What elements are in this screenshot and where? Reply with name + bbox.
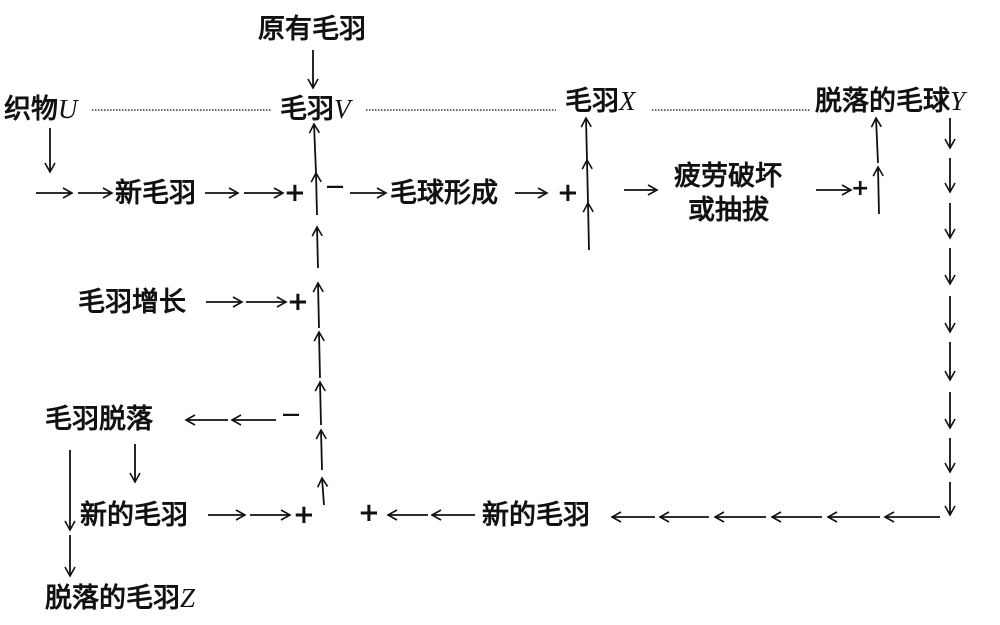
node-variable: V <box>334 94 351 124</box>
node-fatigue-line1: 疲劳破坏 <box>674 161 782 192</box>
plus-sign: + <box>851 176 870 201</box>
node-pill-y: 脱落的毛球Y <box>815 86 966 117</box>
node-fuzz-v: 毛羽V <box>280 94 351 125</box>
node-pill-formation: 毛球形成 <box>390 178 498 209</box>
node-label: 脱落的毛羽 <box>45 583 180 614</box>
node-label: 毛羽 <box>280 94 334 125</box>
node-new-fuzz: 新毛羽 <box>115 178 196 209</box>
node-fuzz-x: 毛羽X <box>565 86 636 117</box>
node-label: 脱落的毛球 <box>815 86 950 117</box>
plus-sign: + <box>358 498 380 528</box>
node-fuzz-shedding: 毛羽脱落 <box>45 404 153 435</box>
node-label: 织物 <box>4 94 58 125</box>
node-new-fuzz-bottom: 新的毛羽 <box>482 500 590 531</box>
node-fatigue-line2: 或抽拔 <box>688 195 769 226</box>
plus-sign: + <box>293 500 315 530</box>
node-variable: Y <box>950 86 966 116</box>
plus-sign: + <box>287 287 309 317</box>
node-label: 毛羽 <box>565 86 619 117</box>
node-original-fuzz: 原有毛羽 <box>258 14 366 45</box>
node-variable: X <box>619 86 636 116</box>
minus-sign: — <box>282 404 300 425</box>
plus-sign: + <box>557 178 579 208</box>
plus-sign: + <box>284 178 306 208</box>
node-new-fuzz-left: 新的毛羽 <box>80 500 188 531</box>
node-variable: U <box>58 94 78 124</box>
minus-sign: — <box>326 176 344 197</box>
node-fuzz-growth: 毛羽增长 <box>78 287 186 318</box>
node-fabric-u: 织物U <box>4 94 78 125</box>
node-shed-fuzz-z: 脱落的毛羽Z <box>45 583 196 614</box>
node-variable: Z <box>180 583 196 613</box>
